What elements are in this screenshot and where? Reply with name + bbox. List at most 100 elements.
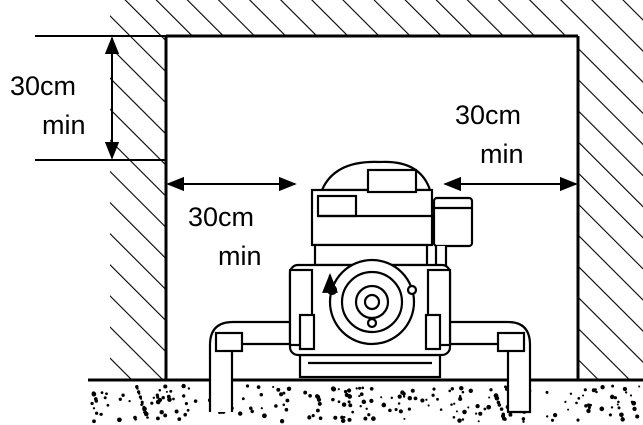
wall-outline bbox=[164, 34, 580, 380]
gravel-dot bbox=[552, 412, 558, 418]
wall-hatching bbox=[110, 0, 643, 380]
gravel-dot bbox=[410, 388, 415, 393]
gravel-dot bbox=[619, 412, 624, 418]
gravel-dot bbox=[638, 385, 641, 388]
gravel-dot bbox=[431, 393, 435, 397]
gravel-dot bbox=[474, 412, 478, 415]
gravel-dot bbox=[182, 394, 186, 398]
gravel-dot bbox=[600, 385, 605, 390]
gravel-dot bbox=[576, 418, 580, 422]
gravel-dot bbox=[397, 402, 401, 405]
gravel-dot bbox=[341, 402, 347, 407]
gravel-dot bbox=[599, 406, 605, 412]
gravel-dot bbox=[610, 406, 614, 409]
gravel-dot bbox=[453, 402, 456, 405]
gravel-dot bbox=[152, 396, 155, 399]
gravel-dot bbox=[394, 407, 398, 412]
gravel-dot bbox=[388, 408, 392, 413]
gravel-dot bbox=[186, 408, 190, 412]
gravel-dot bbox=[577, 397, 581, 400]
gravel-dot bbox=[587, 406, 591, 410]
gravel-dot bbox=[427, 404, 430, 407]
gravel-dot bbox=[99, 413, 102, 416]
gravel-dot bbox=[403, 417, 406, 420]
gravel-dot bbox=[166, 394, 171, 399]
gravel-dot bbox=[616, 403, 619, 406]
gravel-dot bbox=[117, 417, 122, 423]
gravel-dot bbox=[330, 386, 336, 392]
gravel-dot bbox=[497, 403, 502, 407]
outlet-pipe bbox=[438, 320, 532, 414]
gravel-dot bbox=[286, 386, 292, 392]
gravel-dot bbox=[94, 399, 99, 403]
gravel-dot bbox=[358, 395, 361, 398]
gravel-dot bbox=[238, 411, 243, 416]
gravel-dot bbox=[284, 407, 289, 412]
gravel-dot bbox=[134, 417, 137, 421]
gravel-dot bbox=[100, 391, 104, 395]
gravel-dot bbox=[458, 394, 462, 398]
gravel-dot bbox=[121, 393, 125, 397]
gravel-dot bbox=[575, 401, 578, 405]
gravel-dot bbox=[617, 406, 621, 410]
gravel-dot bbox=[308, 393, 312, 398]
gravel-dot bbox=[163, 384, 168, 389]
gravel-dot bbox=[452, 415, 456, 419]
gravel-dot bbox=[159, 410, 164, 415]
gravel-dot bbox=[150, 401, 154, 405]
gravel-dot bbox=[165, 390, 168, 393]
gravel-dot bbox=[402, 395, 406, 398]
water-pump bbox=[288, 160, 474, 379]
gravel-dot bbox=[303, 390, 308, 395]
gravel-dot bbox=[318, 416, 323, 421]
gravel-dot bbox=[347, 417, 352, 422]
gravel-dot bbox=[407, 395, 413, 401]
top-dimension bbox=[35, 35, 166, 161]
gravel-dot bbox=[317, 401, 322, 406]
right-value-label: 30cm bbox=[455, 100, 521, 130]
gravel-dot bbox=[161, 395, 165, 400]
left-unit-label: min bbox=[218, 241, 262, 271]
gravel-dot bbox=[138, 392, 141, 395]
gravel-dot bbox=[141, 402, 144, 405]
gravel-dot bbox=[521, 417, 526, 421]
gravel-dot bbox=[91, 391, 97, 397]
gravel-dot bbox=[347, 394, 353, 399]
gravel-dot bbox=[363, 416, 368, 421]
gravel-dot bbox=[475, 403, 480, 409]
gravel-dot bbox=[397, 394, 402, 399]
gravel-dot bbox=[413, 396, 418, 401]
gravel-dot bbox=[331, 397, 335, 402]
gravel-dot bbox=[142, 406, 147, 412]
gravel-dot bbox=[307, 415, 312, 420]
gravel-dot bbox=[347, 400, 351, 404]
gravel-dot bbox=[624, 391, 628, 394]
gravel-dot bbox=[461, 390, 465, 394]
gravel-dot bbox=[439, 408, 443, 411]
gravel-dot bbox=[241, 397, 245, 401]
gravel-dot bbox=[359, 392, 364, 397]
gravel-dot bbox=[103, 396, 107, 400]
gravel-dot bbox=[609, 394, 615, 400]
gravel-dot bbox=[522, 420, 525, 423]
gravel-dot bbox=[635, 414, 640, 419]
gravel-dot bbox=[621, 416, 624, 420]
gravel-dot bbox=[608, 413, 612, 417]
gravel-dot bbox=[477, 420, 480, 423]
gravel-dot bbox=[380, 396, 383, 399]
gravel-dot bbox=[358, 386, 362, 390]
gravel-dot bbox=[262, 413, 267, 419]
gravel-dot bbox=[90, 401, 94, 406]
gravel-dot bbox=[144, 411, 149, 417]
gravel-dot bbox=[450, 387, 454, 391]
gravel-dot bbox=[340, 418, 346, 424]
gravel-dot bbox=[591, 388, 596, 393]
gravel-dot bbox=[365, 407, 368, 410]
gravel-dot bbox=[250, 409, 254, 414]
inlet-pipe bbox=[208, 320, 302, 412]
gravel-dot bbox=[457, 418, 462, 423]
gravel-dot bbox=[420, 398, 425, 403]
ground bbox=[88, 378, 643, 424]
top-left-unit-label: min bbox=[42, 110, 86, 140]
gravel-dot bbox=[564, 400, 567, 404]
